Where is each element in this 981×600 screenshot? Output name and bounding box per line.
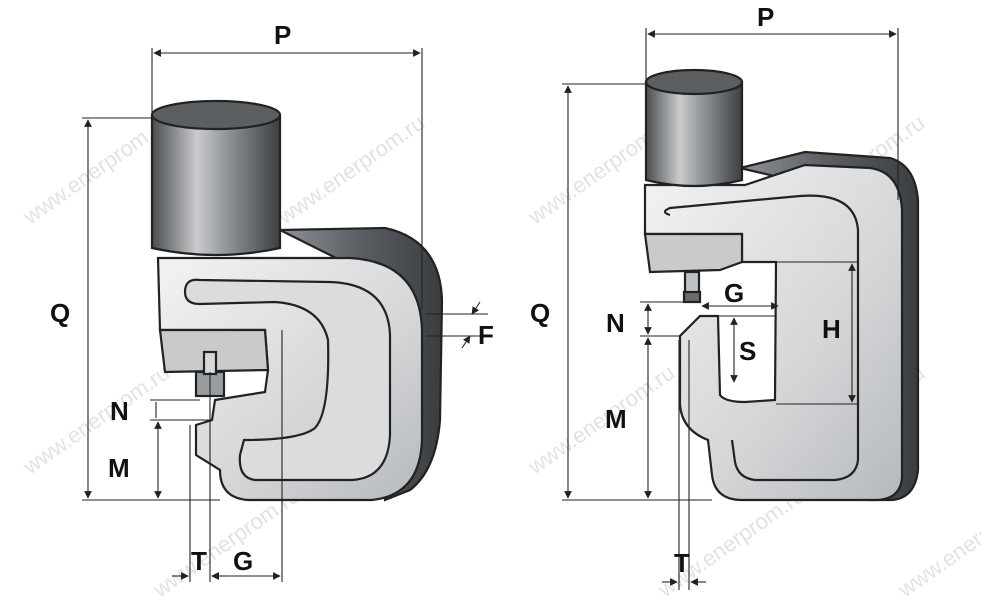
right-frame-groove	[663, 194, 860, 482]
left-dimensions: P Q F N M T G	[50, 20, 494, 582]
right-tool-illustration	[643, 68, 920, 502]
left-label-N: N	[110, 396, 129, 426]
watermark-text: www.enerprom.ru	[18, 110, 174, 230]
right-label-T: T	[674, 548, 690, 578]
watermark-text: www.enerprom.ru	[893, 483, 981, 600]
left-label-Q: Q	[50, 298, 70, 328]
left-label-G: G	[233, 546, 253, 576]
right-label-N: N	[606, 308, 625, 338]
right-label-G: G	[724, 278, 744, 308]
left-frame-slot	[183, 278, 392, 482]
watermark-text: www.enerprom.ru	[273, 110, 429, 230]
right-punch-holder	[643, 232, 744, 274]
left-cylinder-top	[150, 99, 282, 131]
left-label-T: T	[191, 546, 207, 576]
left-label-M: M	[108, 453, 130, 483]
left-tool-illustration	[150, 99, 444, 502]
right-label-S: S	[739, 336, 756, 366]
left-cylinder	[150, 113, 282, 257]
right-label-P: P	[757, 2, 774, 32]
right-cylinder	[644, 80, 744, 188]
left-label-F: F	[478, 320, 494, 350]
right-frame-face	[643, 163, 904, 502]
right-dimensions: P Q N M G S H T	[530, 2, 899, 590]
right-cylinder-top	[644, 68, 744, 96]
right-label-H: H	[822, 314, 841, 344]
right-label-Q: Q	[530, 298, 550, 328]
right-label-M: M	[605, 404, 627, 434]
left-punch-stem	[202, 350, 218, 376]
watermark-text: www.enerprom.ru	[523, 360, 679, 480]
left-label-P: P	[274, 20, 291, 50]
right-punch-tip	[682, 290, 702, 304]
